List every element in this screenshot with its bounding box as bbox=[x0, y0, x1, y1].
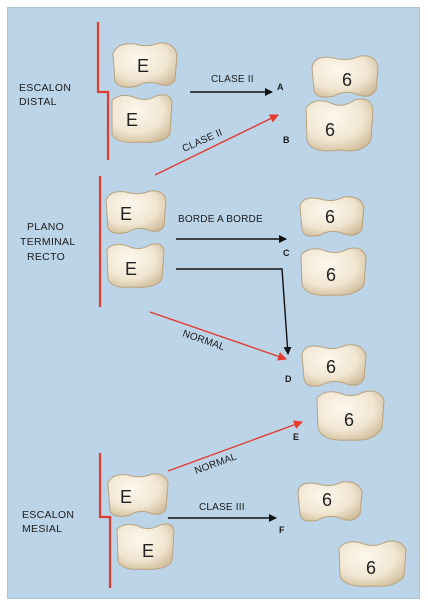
tooth-e-recto-lower: E bbox=[106, 243, 165, 288]
tooth-e-distal-lower: E bbox=[111, 94, 173, 143]
section-label-recto-2: TERMINAL bbox=[20, 236, 76, 248]
outcome-letter-d: D bbox=[285, 374, 292, 384]
section-label-recto-3: RECTO bbox=[27, 251, 65, 263]
tooth-6-b: 6 bbox=[305, 98, 374, 152]
outcome-letter-f: F bbox=[279, 525, 285, 535]
tooth-e-mesial-upper: E bbox=[107, 473, 169, 517]
label-clase-ii-top: CLASE II bbox=[211, 74, 254, 85]
outcome-letter-b: B bbox=[283, 135, 290, 145]
svg-text:6: 6 bbox=[322, 490, 332, 510]
distal-step-line bbox=[96, 22, 110, 160]
tooth-6-c-lower: 6 bbox=[300, 247, 367, 296]
arrow-normal-mesial bbox=[167, 420, 303, 472]
svg-text:6: 6 bbox=[342, 70, 352, 90]
section-label-distal-1: ESCALON bbox=[19, 82, 71, 94]
svg-text:E: E bbox=[125, 259, 137, 279]
tooth-6-e: 6 bbox=[316, 390, 385, 441]
tooth-e-recto-upper: E bbox=[105, 190, 167, 234]
tooth-6-f-lower: 6 bbox=[338, 540, 407, 587]
tooth-6-a: 6 bbox=[311, 55, 379, 98]
mesial-step-line bbox=[98, 453, 112, 588]
label-normal-recto: NORMAL bbox=[181, 328, 226, 353]
tooth-e-distal-upper: E bbox=[112, 42, 178, 88]
label-clase-ii-diag: CLASE II bbox=[181, 127, 225, 154]
svg-text:6: 6 bbox=[326, 265, 336, 285]
arrow-recto-to-d bbox=[176, 268, 292, 355]
svg-text:6: 6 bbox=[325, 120, 335, 140]
tooth-6-f-upper: 6 bbox=[297, 481, 363, 522]
arrow-clase-ii-diagonal bbox=[154, 114, 279, 176]
tooth-e-mesial-lower: E bbox=[116, 523, 175, 570]
svg-text:E: E bbox=[142, 541, 154, 561]
svg-text:6: 6 bbox=[344, 410, 354, 430]
svg-text:E: E bbox=[120, 204, 132, 224]
svg-text:6: 6 bbox=[325, 207, 335, 227]
outcome-letter-a: A bbox=[277, 82, 284, 92]
svg-text:E: E bbox=[126, 110, 138, 130]
svg-text:E: E bbox=[120, 487, 132, 507]
outcome-letter-e: E bbox=[293, 432, 299, 442]
tooth-6-c-upper: 6 bbox=[299, 196, 365, 237]
outcome-letter-c: C bbox=[283, 248, 290, 258]
section-label-mesial-1: ESCALON bbox=[22, 509, 74, 521]
svg-text:E: E bbox=[137, 56, 149, 76]
label-clase-iii: CLASE III bbox=[199, 502, 245, 513]
section-label-distal-2: DISTAL bbox=[19, 96, 57, 108]
section-label-recto-1: PLANO bbox=[27, 221, 64, 233]
label-borde-a-borde: BORDE A BORDE bbox=[178, 214, 263, 225]
section-label-mesial-2: MESIAL bbox=[22, 523, 62, 535]
tooth-6-d: 6 bbox=[301, 344, 367, 387]
arrow-normal-recto bbox=[149, 311, 287, 361]
svg-text:6: 6 bbox=[366, 558, 376, 578]
label-normal-mesial: NORMAL bbox=[193, 451, 238, 476]
svg-text:6: 6 bbox=[326, 357, 336, 377]
